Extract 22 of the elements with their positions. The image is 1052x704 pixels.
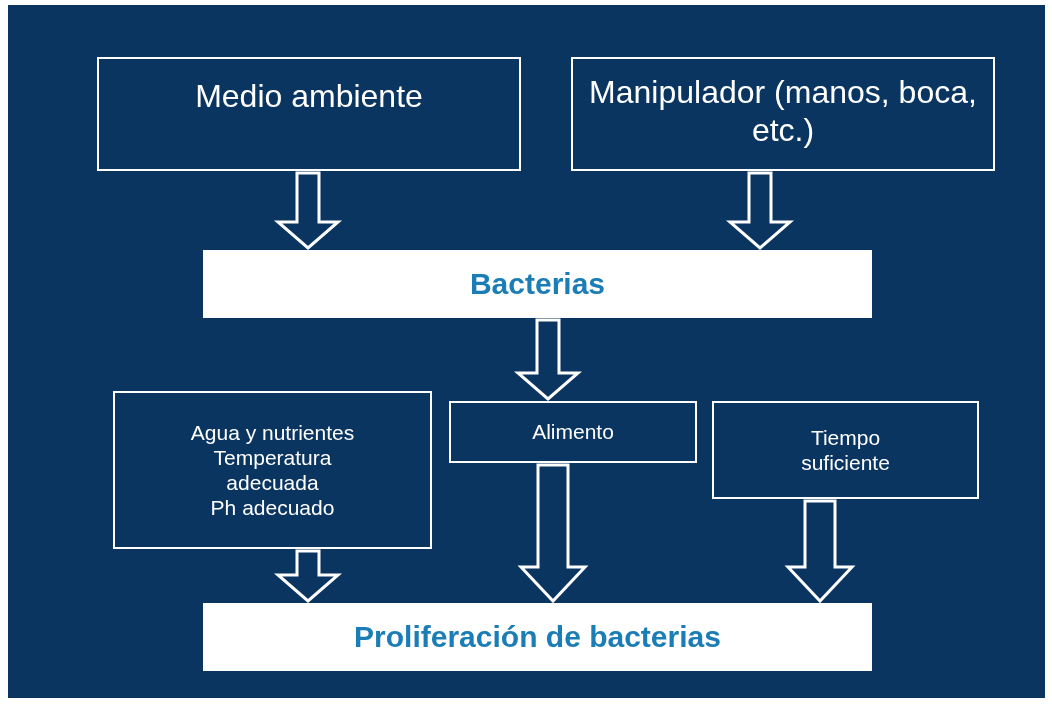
block-arrow — [725, 171, 795, 250]
node-text: Agua y nutrientes — [190, 419, 355, 445]
node-text: Temperatura adecuada — [212, 444, 333, 496]
process-box — [97, 57, 521, 171]
process-box — [113, 391, 432, 549]
process-box — [449, 401, 697, 463]
block-arrow — [517, 463, 589, 604]
node-text: Ph adecuado — [210, 495, 335, 521]
highlight-box — [203, 603, 872, 671]
process-box — [571, 57, 995, 171]
node-text: Proliferación de bacterias — [354, 619, 721, 655]
block-arrow — [784, 499, 856, 604]
highlight-box — [203, 250, 872, 318]
node-text: Bacterias — [469, 266, 606, 302]
block-arrow — [273, 171, 343, 250]
process-box — [712, 401, 979, 499]
node-text: Tiempo suficiente — [800, 424, 891, 476]
node-text: Alimento — [532, 419, 614, 445]
node-text: Manipulador (manos, boca, etc.) — [588, 73, 978, 150]
block-arrow — [273, 549, 343, 603]
node-text: Medio ambiente — [195, 77, 423, 116]
block-arrow — [513, 318, 583, 401]
